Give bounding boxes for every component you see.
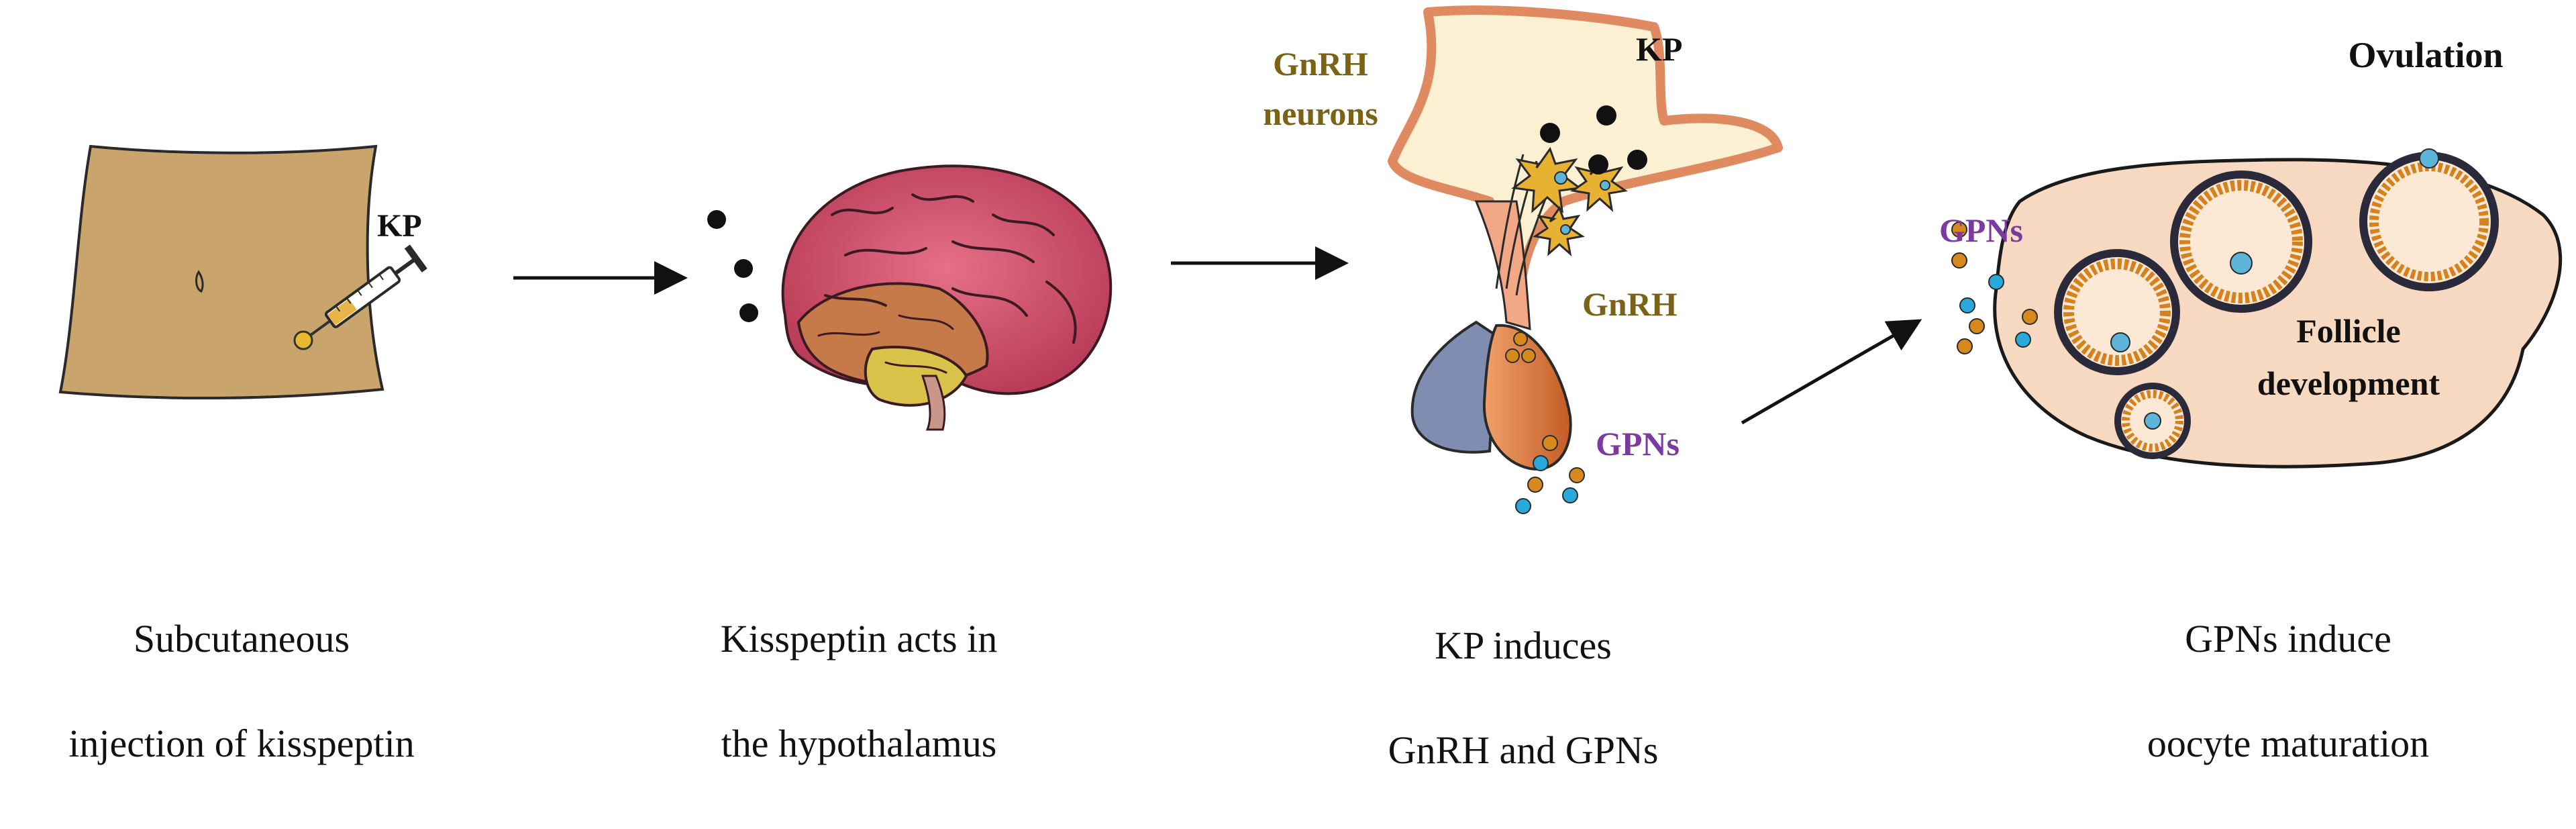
- syringe-icon: [307, 244, 427, 338]
- gpn-granule: [1515, 498, 1531, 514]
- gpns-label-pituitary: GPNs: [1596, 425, 1680, 462]
- gnrh-granule: [1521, 348, 1536, 363]
- gpn-granule: [1569, 467, 1585, 483]
- caption-line: Subcutaneous: [133, 617, 350, 661]
- caption-line: KP induces: [1435, 624, 1612, 667]
- gpn-granule: [1959, 297, 1975, 313]
- hypothalamus-tissue: [1388, 5, 1783, 300]
- caption-injection: Subcutaneous injection of kisspeptin: [54, 560, 429, 822]
- gpn-granule: [1533, 455, 1549, 471]
- gpn-granule: [2015, 332, 2031, 348]
- kisspeptin-pathway-diagram: KP: [58, 5, 2563, 514]
- caption-line: GPNs induce: [2185, 617, 2391, 661]
- gpn-granule: [1951, 252, 1967, 269]
- abdomen-illustration: [58, 144, 384, 400]
- kp-label-hypothalamus: KP: [1636, 30, 1682, 68]
- gpn-granule: [1988, 274, 2004, 290]
- pituitary-posterior: [1410, 320, 1498, 454]
- navel-mark: [195, 270, 204, 293]
- gpn-granule: [1951, 222, 1967, 238]
- kisspeptin-dot: [739, 303, 758, 322]
- kisspeptin-dot: [1627, 150, 1647, 170]
- gpn-granule: [2022, 309, 2038, 325]
- gpn-granule: [1542, 435, 1558, 451]
- caption-line: GnRH and GPNs: [1388, 728, 1659, 772]
- gnrh-neurons-label: GnRH: [1273, 45, 1368, 83]
- caption-line: injection of kisspeptin: [68, 722, 415, 765]
- arrow-3: [1741, 319, 1922, 425]
- injection-site-dot: [293, 330, 313, 350]
- kisspeptin-dot: [1540, 123, 1560, 143]
- kisspeptin-dot: [707, 210, 726, 229]
- gnrh-neurons-label-line2: neurons: [1263, 95, 1378, 132]
- caption-kp-induces: KP induces GnRH and GPNs: [1335, 567, 1711, 829]
- panel-hypothalamus: [707, 164, 1113, 431]
- kp-label-injection: KP: [377, 208, 422, 244]
- panel-ovary: Ovulation GPNs Follicle development: [1939, 35, 2563, 469]
- gpns-label-ovary: GPNs: [1939, 211, 2023, 249]
- caption-line: Kisspeptin acts in: [720, 617, 998, 661]
- kisspeptin-dot: [1588, 154, 1608, 175]
- kisspeptin-dot: [1596, 105, 1616, 126]
- follicle-development-label: Follicle: [2296, 312, 2401, 350]
- caption-line: oocyte maturation: [2147, 722, 2430, 765]
- gpn-granule: [1969, 318, 1985, 334]
- ovulation-label: Ovulation: [2348, 35, 2503, 75]
- brain-illustration: [781, 164, 1113, 431]
- gpn-granule: [1562, 487, 1578, 503]
- caption-line: the hypothalamus: [721, 722, 997, 765]
- caption-gpns-induce: GPNs induce oocyte maturation: [2087, 560, 2489, 822]
- panel-injection: KP: [58, 144, 427, 400]
- follicle-development-label-line2: development: [2257, 364, 2440, 402]
- panel-hypothalamus-pituitary: GnRH neurons KP GnRH GPNs: [1263, 5, 1783, 514]
- gnrh-granule: [1505, 348, 1520, 363]
- gnrh-neuron-icon: [1511, 146, 1628, 256]
- kisspeptin-dot: [734, 259, 753, 278]
- gnrh-granule: [1513, 332, 1528, 346]
- gpn-granule: [1957, 338, 1973, 354]
- pituitary-anterior: [1482, 324, 1572, 471]
- gnrh-label: GnRH: [1582, 285, 1678, 323]
- follicle-illustration: [2054, 148, 2499, 459]
- gpn-granule: [1527, 477, 1543, 493]
- caption-hypothalamus: Kisspeptin acts in the hypothalamus: [671, 560, 1047, 822]
